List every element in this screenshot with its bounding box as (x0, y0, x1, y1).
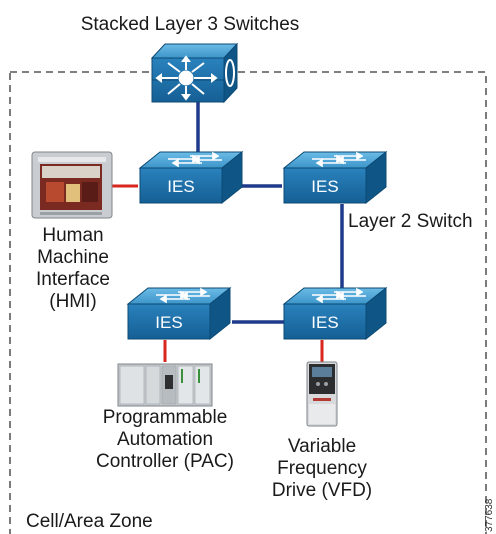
ethernet-switch-icon (126, 286, 232, 341)
ies-label: IES (311, 313, 338, 332)
vfd-label-line: Drive (VFD) (271, 480, 373, 501)
hmi-label-line: Machine (37, 247, 109, 268)
pac-label: Programmable Automation Controller (PAC) (80, 407, 250, 473)
vfd-drive-icon (306, 361, 338, 427)
cell-area-zone-border (9, 71, 487, 534)
ies-label: IES (155, 313, 182, 332)
multilayer-switch-icon (150, 42, 239, 104)
pac-label-line: Automation (116, 429, 214, 450)
zone-label: Cell/Area Zone (26, 511, 153, 532)
ethernet-switch-icon (138, 150, 244, 205)
layer2-label: Layer 2 Switch (348, 211, 473, 232)
hmi-label: Human Machine Interface (HMI) (8, 225, 138, 313)
figure-id: 377638 (484, 498, 495, 532)
ies-label: IES (311, 177, 338, 196)
hmi-label-line: (HMI) (49, 291, 97, 312)
vfd-label-line: Variable (287, 436, 357, 457)
pac-label-line: Controller (PAC) (96, 451, 234, 472)
ies-label: IES (167, 177, 194, 196)
hmi-label-line: Interface (36, 269, 110, 290)
hmi-panel-icon (31, 151, 113, 219)
pac-label-line: Programmable (102, 407, 228, 428)
device-links (112, 184, 324, 362)
vfd-label: Variable Frequency Drive (VFD) (262, 436, 382, 502)
hmi-label-line: Human (42, 225, 104, 246)
vfd-label-line: Frequency (277, 458, 367, 479)
title-label: Stacked Layer 3 Switches (80, 14, 300, 35)
ethernet-switch-icon (282, 286, 388, 341)
plc-rack-icon (117, 363, 213, 407)
ethernet-switch-icon (282, 150, 388, 205)
trunk-links (196, 102, 344, 324)
